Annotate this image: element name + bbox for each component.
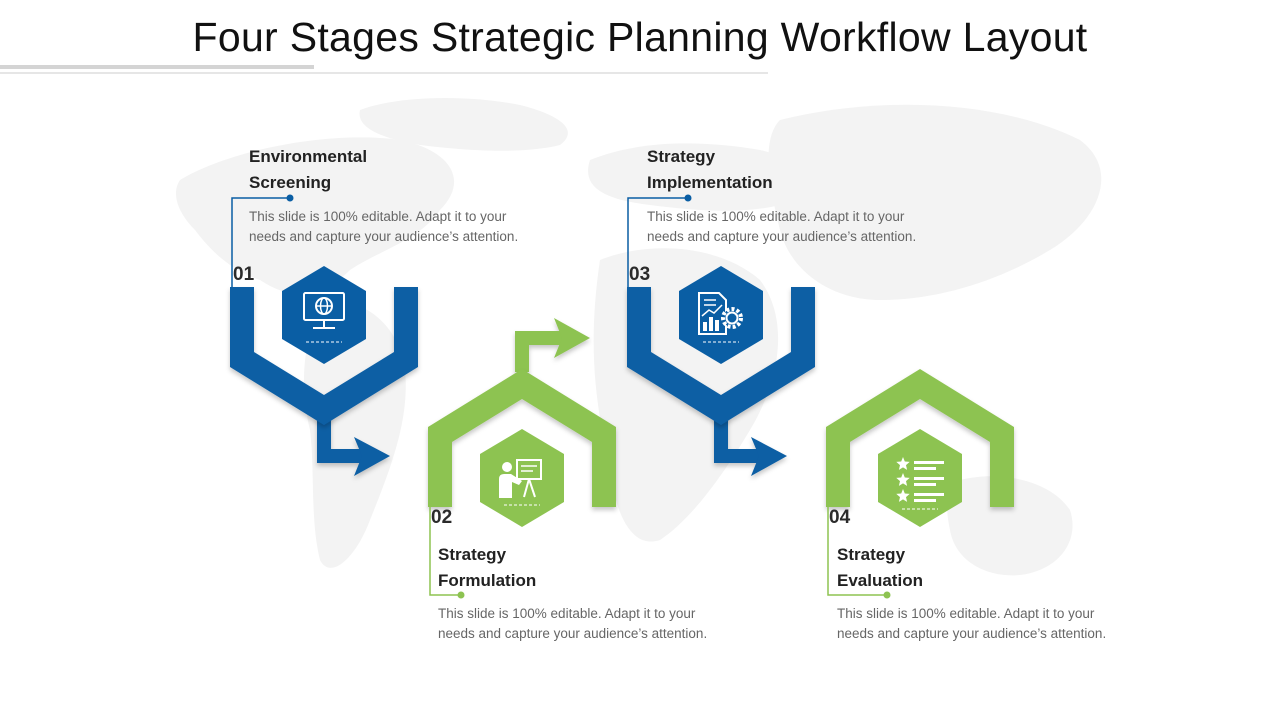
stage-2-title-line-2: Formulation bbox=[438, 571, 537, 590]
stage-4-number: 04 bbox=[829, 507, 851, 528]
stage-3-title-line-2: Implementation bbox=[647, 173, 773, 192]
stage-1-title-line-2: Screening bbox=[249, 173, 332, 192]
stage-3-number: 03 bbox=[629, 264, 651, 285]
stage-3-shape bbox=[627, 194, 815, 476]
stage-1-chevron bbox=[230, 287, 418, 425]
stage-2-description-line-2: needs and capture your audience’s attent… bbox=[438, 626, 708, 641]
stage-2-description: This slide is 100% editable. Adapt it to… bbox=[438, 604, 758, 644]
title-underline-dark bbox=[0, 65, 314, 69]
stage-4-chevron bbox=[826, 369, 1014, 507]
stage-3-arrow bbox=[714, 415, 787, 476]
stage-2-title: Strategy Formulation bbox=[438, 542, 678, 594]
stage-4-title-line-2: Evaluation bbox=[837, 571, 923, 590]
stage-3-description-line-1: This slide is 100% editable. Adapt it to… bbox=[647, 209, 905, 224]
slide-title: Four Stages Strategic Planning Workflow … bbox=[192, 14, 1088, 60]
star-checklist-icon bbox=[896, 457, 944, 502]
stage-3-connector-dot bbox=[684, 194, 692, 202]
stage-1-number: 01 bbox=[233, 264, 255, 285]
stage-1-title-line-1: Environmental bbox=[249, 147, 368, 166]
stage-2-connector bbox=[429, 507, 461, 596]
stage-3-description: This slide is 100% editable. Adapt it to… bbox=[647, 207, 967, 247]
stage-2-shape bbox=[428, 318, 616, 599]
stage-1-description-line-1: This slide is 100% editable. Adapt it to… bbox=[249, 209, 507, 224]
title-underline-light bbox=[0, 72, 768, 74]
stage-2-connector-dot bbox=[457, 591, 465, 599]
stage-4-connector bbox=[827, 507, 887, 596]
stage-2-number: 02 bbox=[431, 507, 453, 528]
stage-1-shape bbox=[230, 194, 418, 476]
stage-2-chevron bbox=[428, 369, 616, 507]
stage-3-description-line-2: needs and capture your audience’s attent… bbox=[647, 229, 917, 244]
stage-1-connector bbox=[231, 197, 290, 287]
stage-3-title: Strategy Implementation bbox=[647, 144, 887, 196]
stage-2-description-line-1: This slide is 100% editable. Adapt it to… bbox=[438, 606, 696, 621]
stage-3-connector bbox=[627, 197, 688, 287]
presenter-board-icon bbox=[499, 459, 542, 498]
stage-1-connector-dot bbox=[286, 194, 294, 202]
stage-1-description: This slide is 100% editable. Adapt it to… bbox=[249, 207, 569, 247]
stage-2-arrow bbox=[515, 318, 590, 372]
stage-4-description-line-1: This slide is 100% editable. Adapt it to… bbox=[837, 606, 1095, 621]
stage-4-connector-dot bbox=[883, 591, 891, 599]
stage-4-title: Strategy Evaluation bbox=[837, 542, 1077, 594]
stage-4-title-line-1: Strategy bbox=[837, 545, 906, 564]
monitor-globe-icon bbox=[303, 292, 345, 329]
report-chart-gear-icon bbox=[698, 292, 743, 335]
stage-4-description: This slide is 100% editable. Adapt it to… bbox=[837, 604, 1157, 644]
stage-1-arrow bbox=[317, 415, 390, 476]
stage-4-description-line-2: needs and capture your audience’s attent… bbox=[837, 626, 1107, 641]
stage-3-hexagon bbox=[679, 266, 763, 364]
stage-1-title: Environmental Screening bbox=[249, 144, 489, 196]
stage-2-title-line-1: Strategy bbox=[438, 545, 507, 564]
stage-4-shape bbox=[826, 369, 1014, 599]
stage-3-chevron bbox=[627, 287, 815, 425]
stage-3-title-line-1: Strategy bbox=[647, 147, 716, 166]
stage-1-description-line-2: needs and capture your audience’s attent… bbox=[249, 229, 519, 244]
